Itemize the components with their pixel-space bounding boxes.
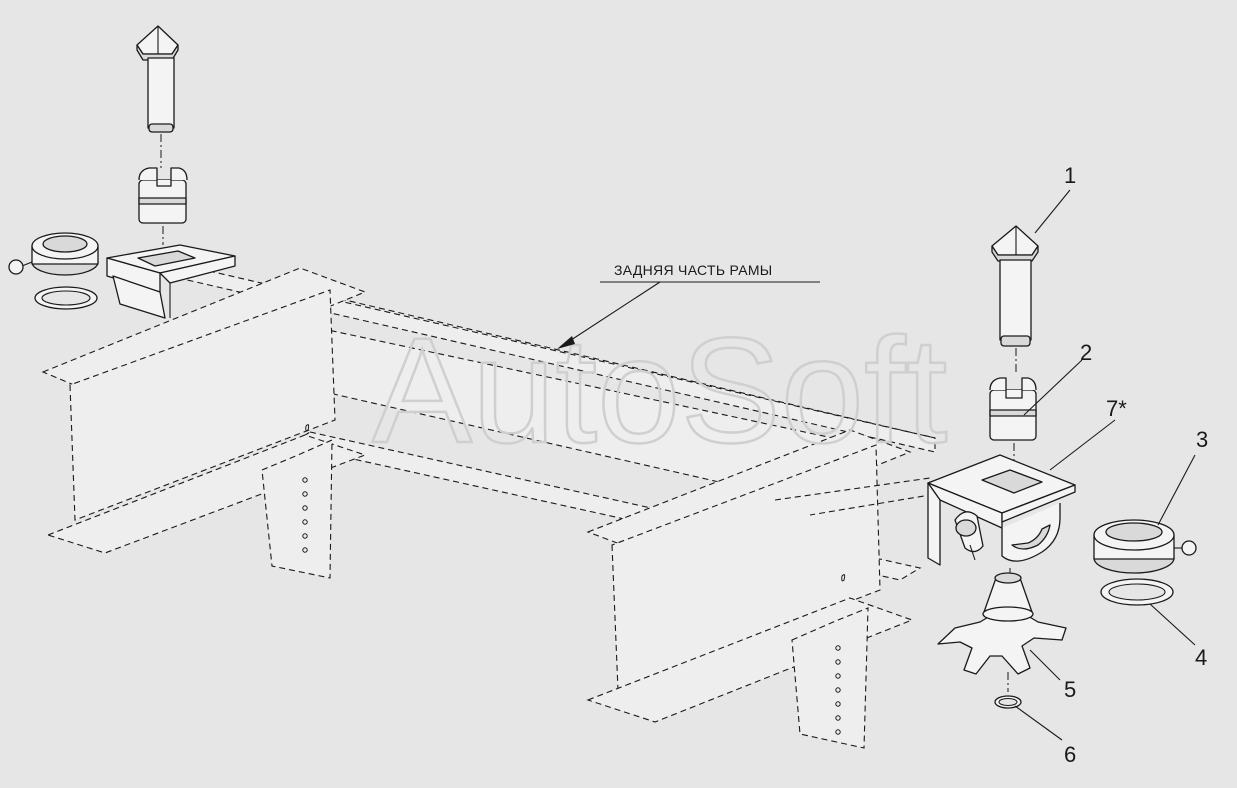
bracket-holes	[302, 424, 846, 735]
left-assembly	[8, 25, 236, 319]
part-4-washer	[1100, 578, 1174, 606]
callout-2: 2	[1080, 340, 1092, 365]
left-pin	[136, 25, 179, 133]
left-clamp-bracket	[106, 244, 236, 319]
part-7-clamp-bracket	[927, 454, 1076, 566]
frame-label-arrowhead	[557, 336, 575, 349]
part-2-bushing	[989, 377, 1037, 441]
rear-frame	[41, 261, 936, 749]
callout-3: 3	[1196, 427, 1208, 452]
left-crossmember-web	[69, 289, 336, 521]
callout-7: 7*	[1106, 396, 1127, 421]
callout-6: 6	[1064, 742, 1076, 767]
left-bushing	[138, 167, 188, 224]
part-5-star-knob	[937, 572, 1067, 675]
part-1-pin	[991, 225, 1039, 347]
callout-5: 5	[1064, 677, 1076, 702]
left-handle-ring	[8, 232, 99, 276]
part-3-handle-ring	[1093, 519, 1197, 574]
left-bracket	[261, 439, 333, 579]
part-6-small-washer	[994, 695, 1022, 709]
right-bracket	[791, 607, 869, 749]
right-assembly	[927, 225, 1197, 709]
callout-4: 4	[1195, 645, 1207, 670]
right-crossmember-web	[611, 444, 881, 691]
leader-lines	[557, 189, 1196, 741]
rear-rail-top	[169, 261, 936, 453]
left-washer	[34, 286, 98, 310]
frame-label: ЗАДНЯЯ ЧАСТЬ РАМЫ	[614, 262, 773, 278]
callout-1: 1	[1064, 163, 1076, 188]
watermark: AutoSoft	[372, 306, 947, 474]
